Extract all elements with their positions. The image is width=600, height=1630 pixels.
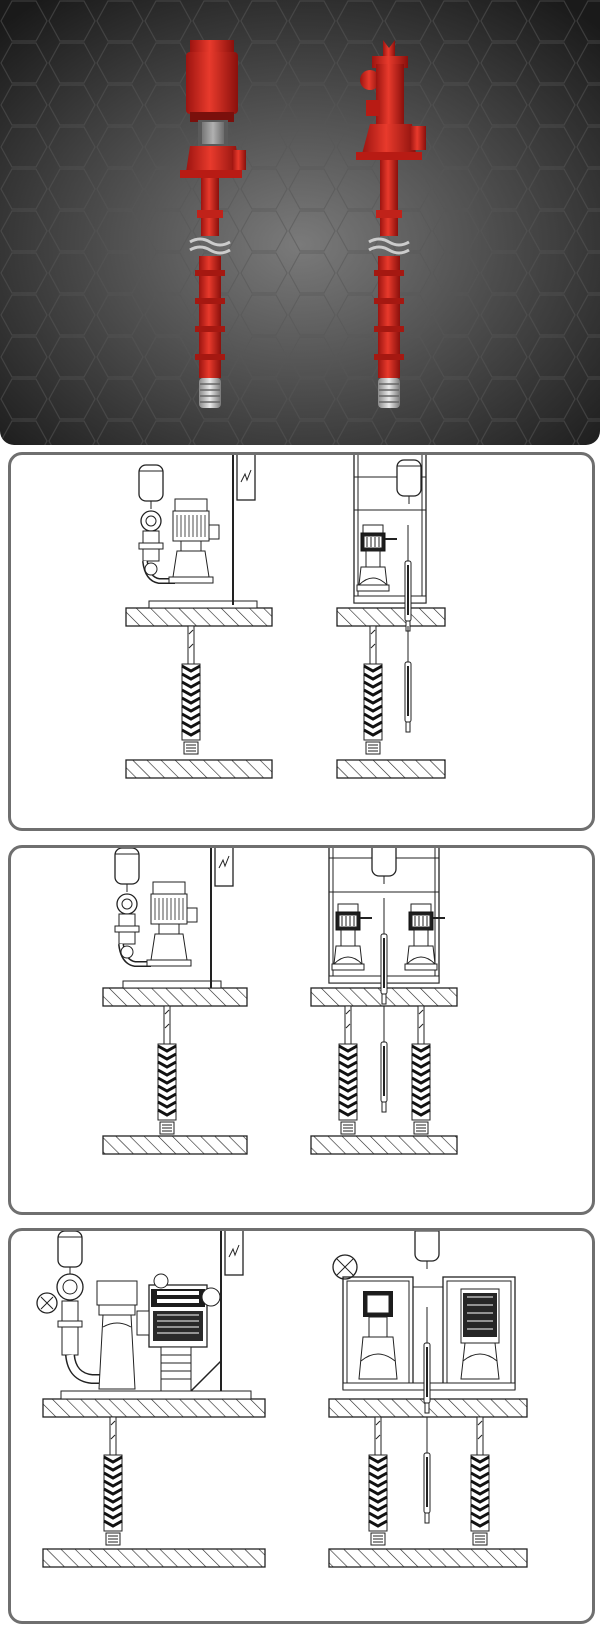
hero-product-banner [0, 0, 600, 445]
electric-pump-with-jockey-layout-panel [8, 845, 595, 1215]
side-view [125, 455, 273, 779]
diesel-engine-pump-drawing [36, 1231, 528, 1568]
hero-illustration [0, 0, 600, 445]
electric-pump-with-jockey-drawing [102, 848, 458, 1155]
side-view [102, 848, 248, 1155]
front-view-dual [328, 1231, 528, 1568]
diesel-engine [136, 1273, 221, 1392]
single-electric-pump-drawing [125, 455, 446, 779]
right-diesel-unit [460, 1288, 500, 1380]
diesel-engine-pump-layout-panel [8, 1228, 595, 1624]
side-view [36, 1231, 266, 1568]
electric-turbine-pump [180, 40, 246, 408]
front-view [336, 455, 446, 779]
single-electric-pump-layout-panel [8, 452, 595, 831]
front-view-dual [310, 848, 458, 1155]
diesel-turbine-pump [356, 40, 426, 408]
left-pump-unit [358, 1291, 398, 1380]
